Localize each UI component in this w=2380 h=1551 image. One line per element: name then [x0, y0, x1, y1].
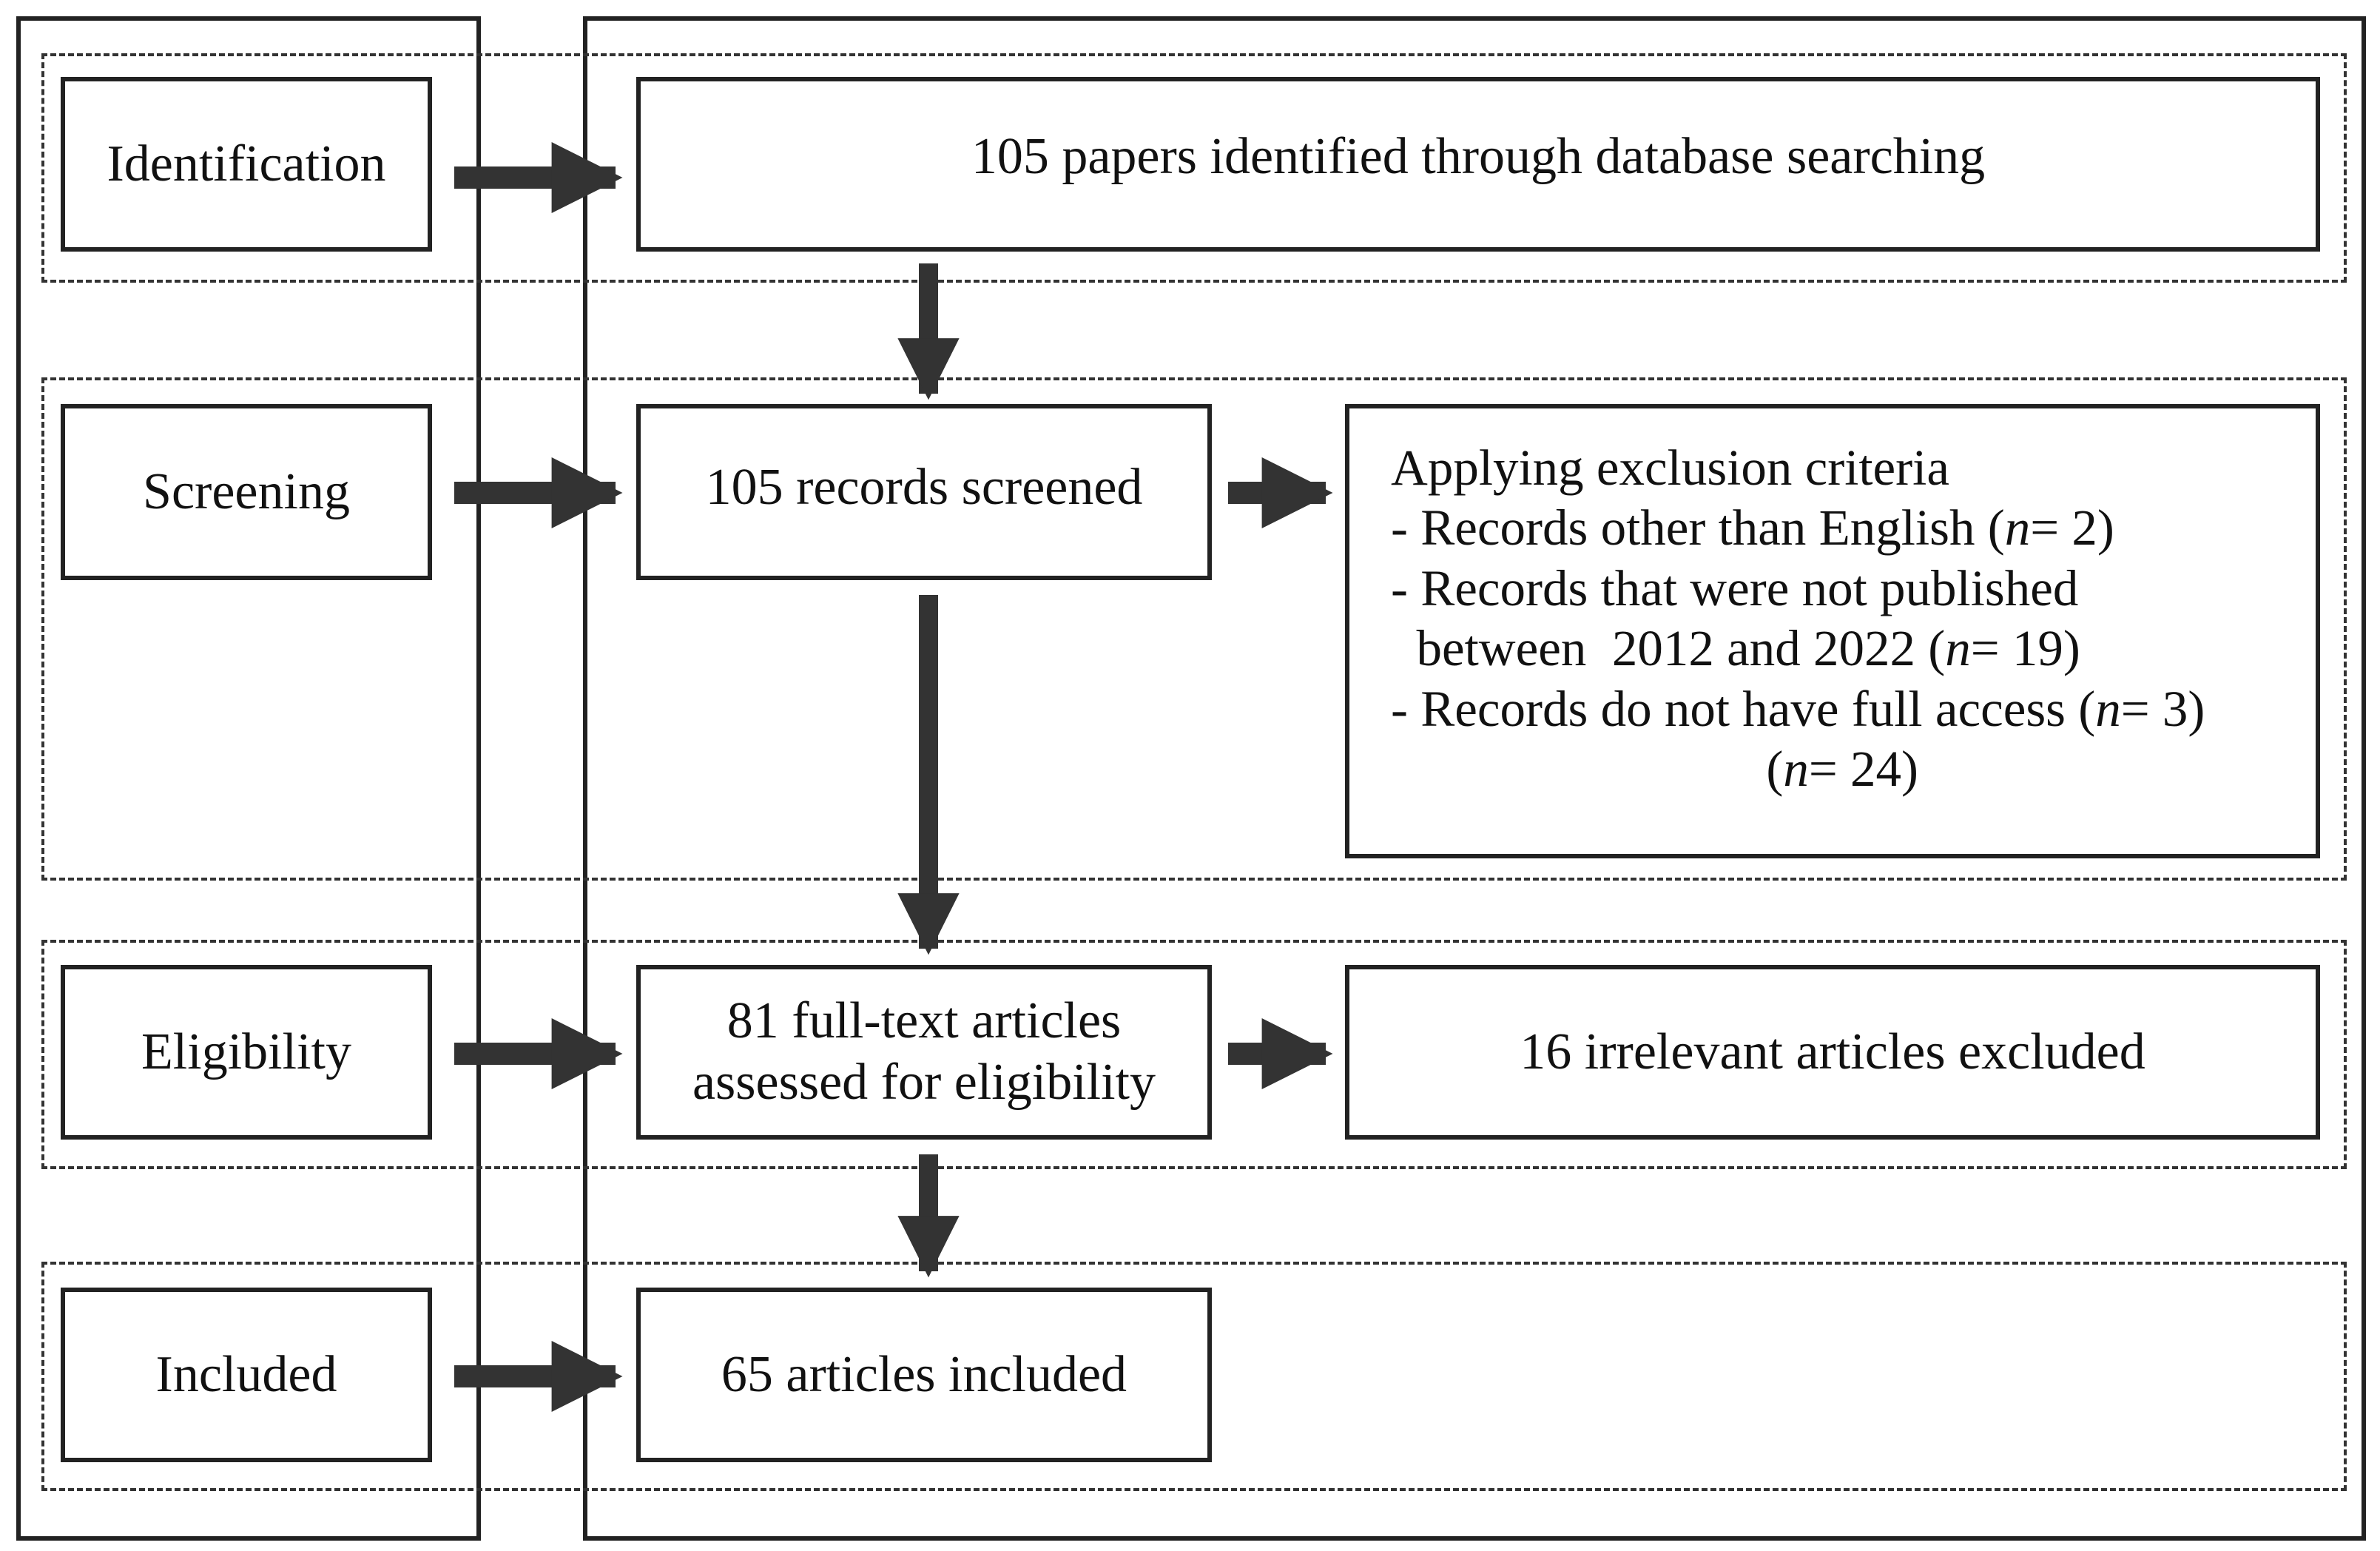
included-band: [41, 1262, 2347, 1491]
identified-text: 105 papers identified through database s…: [971, 127, 1986, 185]
stage-eligibility: Eligibility: [61, 965, 432, 1140]
exclusion-item-access: - Records do not have full access (n= 3): [1391, 679, 2205, 739]
stage-included-label: Included: [155, 1345, 337, 1403]
identified-box: 105 papers identified through database s…: [636, 77, 2320, 252]
fulltext-box: 81 full-text articles assessed for eligi…: [636, 965, 1212, 1140]
stage-identification-label: Identification: [107, 135, 386, 192]
fulltext-text: 81 full-text articles assessed for eligi…: [692, 991, 1156, 1113]
identification-band: [41, 53, 2347, 283]
fulltext-line1: 81 full-text articles: [727, 992, 1122, 1050]
exclusion-item-language: - Records other than English (n= 2): [1391, 498, 2205, 558]
exclusion-total-n: n: [1783, 741, 1809, 798]
stage-column-frame: [16, 16, 481, 1541]
stage-eligibility-label: Eligibility: [141, 1023, 351, 1080]
stage-identification: Identification: [61, 77, 432, 252]
eligibility-band: [41, 940, 2347, 1169]
exclusion-item-access-text: - Records do not have full access (: [1391, 680, 2096, 737]
exclusion-item-date-text: between 2012 and 2022 (: [1391, 620, 1946, 677]
exclusion-total-open: (: [1766, 741, 1784, 798]
stage-screening-label: Screening: [143, 462, 350, 520]
exclusion-item-access-value: = 3): [2120, 680, 2205, 737]
irrelevant-text: 16 irrelevant articles excluded: [1520, 1023, 2145, 1080]
exclusion-heading: Applying exclusion criteria: [1391, 440, 1949, 496]
exclusion-item-date-line2: between 2012 and 2022 (n= 19): [1391, 619, 2205, 679]
exclusion-item-language-n: n: [2004, 499, 2031, 556]
fulltext-line2: assessed for eligibility: [692, 1054, 1156, 1111]
screened-box: 105 records screened: [636, 404, 1212, 580]
screened-text: 105 records screened: [705, 458, 1143, 516]
included-box: 65 articles included: [636, 1288, 1212, 1462]
stage-included: Included: [61, 1288, 432, 1462]
exclusion-item-language-value: = 2): [2030, 499, 2114, 556]
flow-column-frame: [583, 16, 2366, 1541]
screening-band: [41, 377, 2347, 881]
exclusion-total-value: = 24): [1808, 741, 1919, 798]
included-text: 65 articles included: [721, 1345, 1127, 1403]
exclusion-item-date-value: = 19): [1970, 620, 2080, 677]
exclusion-criteria-box: Applying exclusion criteria - Records ot…: [1345, 404, 2320, 858]
exclusion-item-access-n: n: [2095, 680, 2121, 737]
irrelevant-box: 16 irrelevant articles excluded: [1345, 965, 2320, 1140]
exclusion-total: (n= 24): [1391, 739, 2249, 799]
exclusion-item-language-text: - Records other than English (: [1391, 499, 2005, 556]
exclusion-item-date-line1: - Records that were not published: [1391, 559, 2079, 616]
stage-screening: Screening: [61, 404, 432, 580]
exclusion-item-date-n: n: [1945, 620, 1971, 677]
